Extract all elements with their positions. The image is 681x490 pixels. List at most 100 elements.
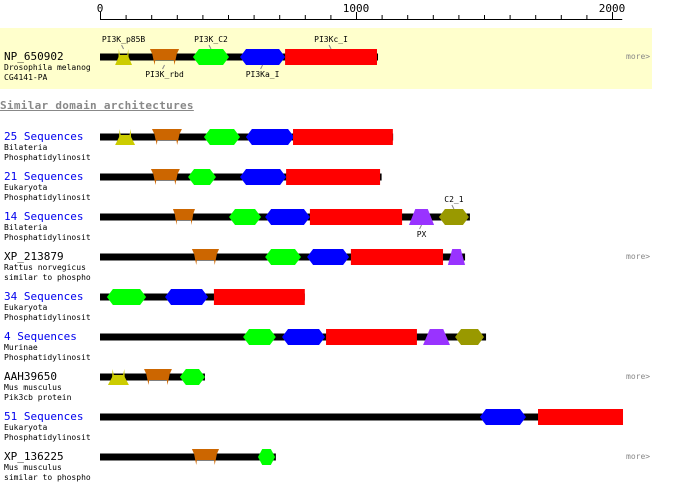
domain-PI3Ka_I: [479, 409, 526, 425]
label-leader: [260, 64, 264, 70]
architecture-row: [100, 289, 305, 305]
description-label: CG4141-PA: [4, 73, 48, 82]
domain-C2_1: [438, 209, 469, 225]
domain-PI3Kc_I: [309, 209, 403, 225]
domain-PI3Kc_I: [350, 249, 444, 265]
domain-PI3K_p85B: [107, 369, 129, 385]
sequence-line: [100, 53, 379, 61]
domain-PI3Ka_I: [245, 129, 295, 145]
taxon-label: Bilateria: [4, 223, 48, 232]
architecture-row: [100, 449, 276, 465]
similar-architectures-heading: Similar domain architectures: [0, 99, 194, 112]
accession-label: NP_650902: [4, 50, 64, 63]
domain-label-C2_1: C2_1: [444, 195, 463, 204]
label-leader: [451, 204, 455, 210]
domain-label-PI3K_p85B: PI3K_p85B: [102, 35, 146, 44]
taxon-label: Mus musculus: [4, 383, 62, 392]
domain-PI3K_rbd: [149, 49, 180, 65]
architecture-row: PX C2_1: [100, 195, 470, 239]
architecture-row: [100, 249, 466, 265]
domain-PI3Kc_I: [285, 49, 377, 65]
domain-PI3K_rbd: [151, 129, 182, 145]
domain-PI3Kc_I: [293, 129, 393, 145]
domain-PI3Kc_I: [286, 169, 381, 185]
domain-C2_1: [455, 329, 484, 345]
description-label: similar to phospho: [4, 473, 91, 482]
domain-PI3Ka_I: [282, 329, 326, 345]
domain-PI3K_C2: [188, 169, 216, 185]
label-leader: [419, 224, 422, 230]
accession-label: XP_136225: [4, 450, 64, 463]
accession-label: XP_213879: [4, 250, 64, 263]
architecture-row: [100, 169, 382, 185]
taxon-label: Eukaryota: [4, 423, 48, 432]
domain-PI3K_C2: [179, 369, 205, 385]
sequences-link[interactable]: 34 Sequences: [4, 290, 84, 303]
domain-PI3K_p85B: [115, 129, 136, 145]
sequences-link[interactable]: 51 Sequences: [4, 410, 84, 423]
ruler-label: 2000: [599, 2, 626, 15]
domain-label-PI3K_rbd: PI3K_rbd: [145, 70, 184, 79]
more-link[interactable]: more>: [626, 252, 651, 261]
more-link[interactable]: more>: [626, 52, 651, 61]
taxon-label: Rattus norvegicus: [4, 263, 86, 272]
domain-PI3Kc_I: [326, 329, 417, 345]
description-label: Pik3cb protein: [4, 393, 72, 402]
domain-PI3Ka_I: [265, 209, 310, 225]
domain-PI3K_rbd: [172, 209, 195, 225]
label-leader: [162, 64, 165, 70]
sequence-line: [100, 413, 623, 421]
domain-PI3K_C2: [257, 449, 276, 465]
sequence-line: [100, 453, 276, 461]
ruler-label: 1000: [343, 2, 370, 15]
taxon-label: Drosophila melanog: [4, 63, 91, 72]
domain-PI3K_rbd: [191, 249, 220, 265]
architecture-row: [100, 409, 624, 425]
taxon-label: Bilateria: [4, 143, 48, 152]
description-label: similar to phospho: [4, 273, 91, 282]
sequences-link[interactable]: 25 Sequences: [4, 130, 84, 143]
sequences-link[interactable]: 21 Sequences: [4, 170, 84, 183]
description-label: Phosphatidylinosit: [4, 313, 91, 322]
domain-PI3K_C2: [106, 289, 147, 305]
description-label: Phosphatidylinosit: [4, 193, 91, 202]
architecture-row: [100, 329, 487, 345]
taxon-label: Murinae: [4, 343, 38, 352]
domain-PI3K_rbd: [150, 169, 180, 185]
domain-PI3K_C2: [229, 209, 262, 225]
architecture-row: [100, 129, 394, 145]
domain-PI3Ka_I: [307, 249, 350, 265]
domain-label-PX: PX: [417, 230, 427, 239]
domain-PI3K_C2: [243, 329, 276, 345]
domain-PI3K_rbd: [144, 369, 172, 385]
taxon-label: Eukaryota: [4, 303, 48, 312]
sequences-link[interactable]: 14 Sequences: [4, 210, 84, 223]
description-label: Phosphatidylinosit: [4, 233, 91, 242]
domain-PI3K_rbd: [191, 449, 220, 465]
domain-label-PI3Ka_I: PI3Ka_I: [246, 70, 280, 79]
sequences-link[interactable]: 4 Sequences: [4, 330, 77, 343]
description-label: Phosphatidylinosit: [4, 353, 91, 362]
domain-PI3Ka_I: [165, 289, 209, 305]
domain-PX: [447, 249, 466, 265]
more-link[interactable]: more>: [626, 452, 651, 461]
description-label: Phosphatidylinosit: [4, 153, 91, 162]
label-leader: [328, 44, 332, 50]
domain-PI3Kc_I: [213, 289, 305, 305]
more-link[interactable]: more>: [626, 372, 651, 381]
architecture-row: [100, 369, 205, 385]
domain-PI3K_C2: [265, 249, 301, 265]
domain-label-PI3K_C2: PI3K_C2: [194, 35, 228, 44]
